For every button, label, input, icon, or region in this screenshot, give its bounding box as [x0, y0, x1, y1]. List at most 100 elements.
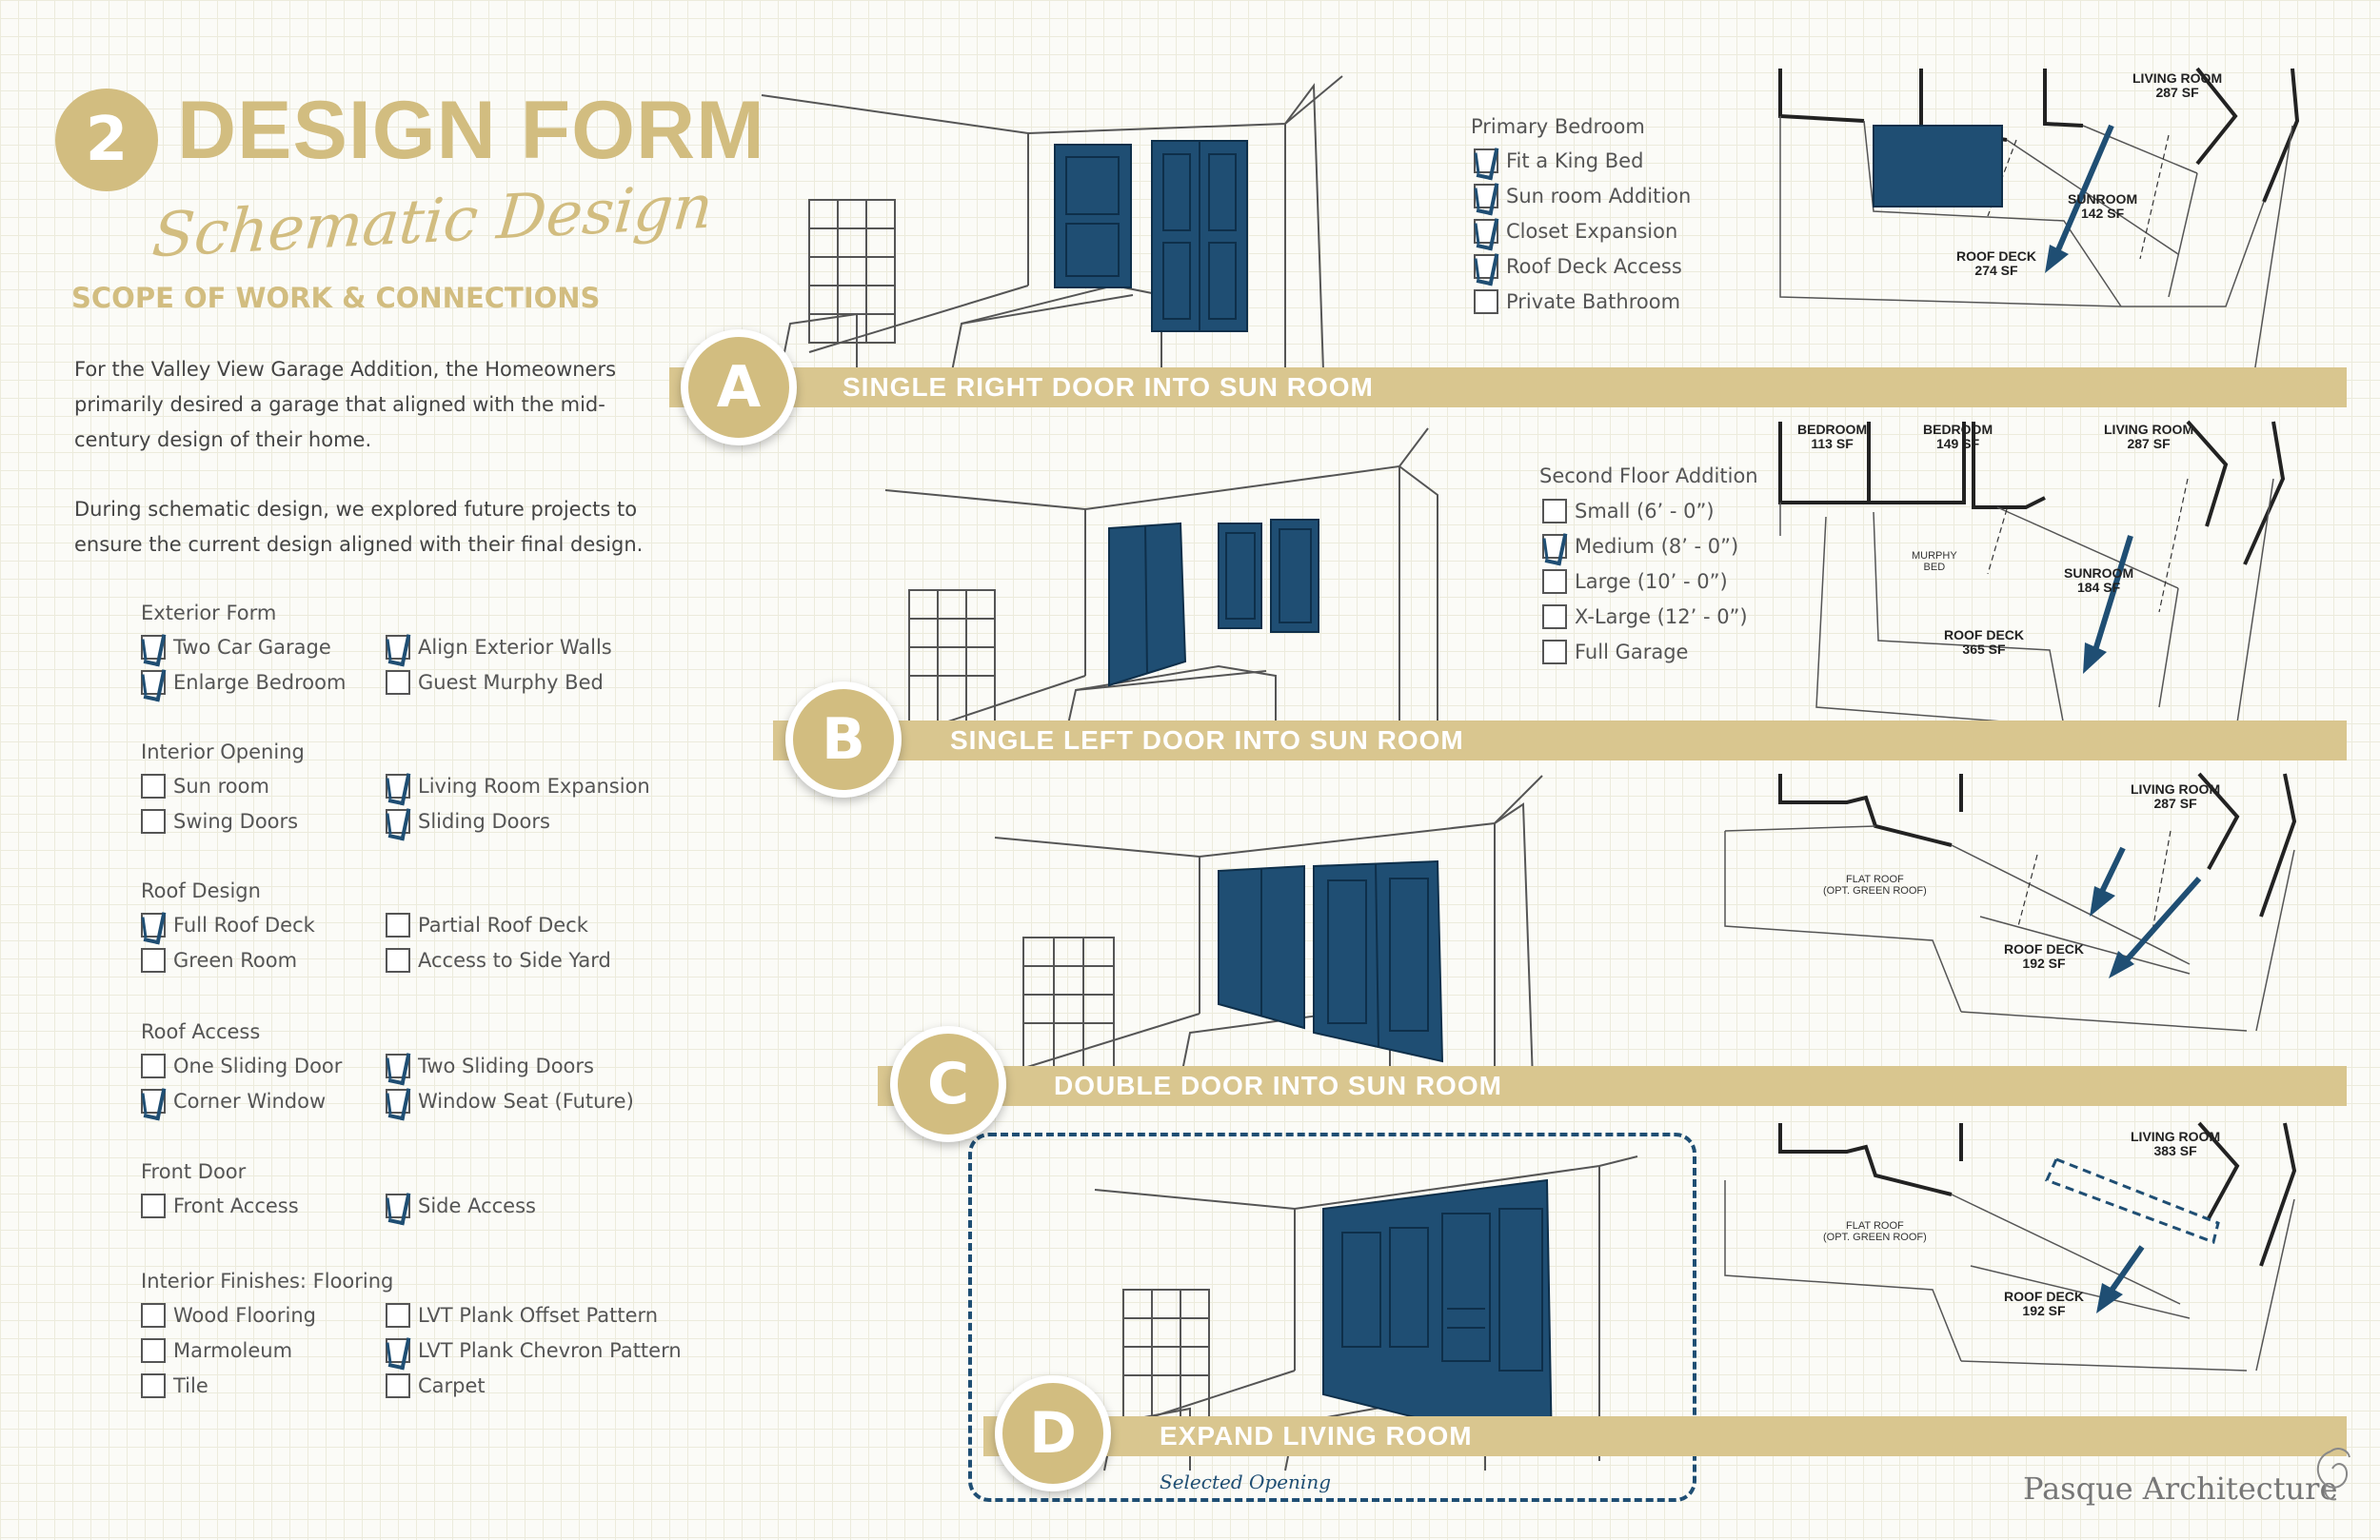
checkbox-marmoleum[interactable]: Marmoleum [141, 1335, 292, 1366]
checkbox-label: X-Large (12’ - 0”) [1575, 605, 1748, 628]
checkbox-box[interactable] [386, 670, 410, 695]
checkbox-box[interactable] [386, 1303, 410, 1328]
checkbox-box[interactable] [1474, 148, 1498, 173]
floor-plan-d [1724, 1121, 2297, 1372]
option-c-label: DOUBLE DOOR INTO SUN ROOM [1054, 1071, 1502, 1100]
checkbox-box[interactable] [1474, 219, 1498, 244]
checkbox-closet-expansion[interactable]: Closet Expansion [1474, 216, 1677, 247]
checkbox-box[interactable] [141, 809, 166, 834]
option-b-label: SINGLE LEFT DOOR INTO SUN ROOM [950, 725, 1464, 755]
checkbox-box[interactable] [386, 1054, 410, 1078]
checkbox-x-large[interactable]: X-Large (12’ - 0”) [1542, 602, 1748, 632]
checkbox-window-seat-future[interactable]: Window Seat (Future) [386, 1086, 634, 1116]
checkbox-swing-doors[interactable]: Swing Doors [141, 806, 298, 837]
checkbox-box[interactable] [1474, 184, 1498, 208]
checkbox-lvt-chevron[interactable]: LVT Plank Chevron Pattern [386, 1335, 682, 1366]
checkbox-label: Side Access [418, 1194, 536, 1217]
plan-b-murphy-bed-label: MURPHY BED [1912, 550, 1957, 573]
group-title-interior-opening: Interior Opening [141, 740, 305, 763]
checkbox-full-roof-deck[interactable]: Full Roof Deck [141, 910, 315, 940]
option-b-banner [773, 721, 2347, 760]
checkbox-box[interactable] [141, 948, 166, 973]
checkbox-box[interactable] [141, 1089, 166, 1114]
floor-plan-b [1778, 420, 2286, 737]
checkbox-carpet[interactable]: Carpet [386, 1371, 486, 1401]
checkbox-box[interactable] [141, 1194, 166, 1218]
checkbox-box[interactable] [141, 635, 166, 660]
brand-name: Pasque Architecture [2023, 1471, 2338, 1507]
checkbox-label: Green Room [173, 949, 298, 972]
checkbox-large[interactable]: Large (10’ - 0”) [1542, 566, 1728, 597]
option-a-badge[interactable]: A [681, 329, 797, 445]
checkbox-box[interactable] [141, 1303, 166, 1328]
checkbox-guest-murphy-bed[interactable]: Guest Murphy Bed [386, 667, 604, 698]
checkbox-green-room[interactable]: Green Room [141, 945, 297, 976]
checkbox-label: Sliding Doors [418, 810, 550, 833]
group-title-flooring: Interior Finishes: Flooring [141, 1270, 394, 1293]
checkbox-tile[interactable]: Tile [141, 1371, 208, 1401]
checkbox-box[interactable] [1474, 254, 1498, 279]
checkbox-roof-deck-access[interactable]: Roof Deck Access [1474, 251, 1682, 282]
checkbox-fit-king-bed[interactable]: Fit a King Bed [1474, 146, 1643, 176]
checkbox-living-room-expansion[interactable]: Living Room Expansion [386, 771, 650, 801]
checkbox-two-car-garage[interactable]: Two Car Garage [141, 632, 331, 662]
checkbox-corner-window[interactable]: Corner Window [141, 1086, 326, 1116]
checkbox-box[interactable] [1474, 289, 1498, 314]
checkbox-label: Corner Window [173, 1090, 327, 1113]
checkbox-box[interactable] [386, 1373, 410, 1398]
checkbox-box[interactable] [141, 1054, 166, 1078]
group-title-front-door: Front Door [141, 1160, 247, 1183]
checkbox-sun-room[interactable]: Sun room [141, 771, 269, 801]
checkbox-label: Full Roof Deck [173, 914, 315, 937]
checkbox-box[interactable] [386, 913, 410, 938]
checkbox-box[interactable] [141, 774, 166, 799]
checkbox-box[interactable] [386, 1089, 410, 1114]
checkbox-box[interactable] [386, 635, 410, 660]
checkbox-sliding-doors[interactable]: Sliding Doors [386, 806, 550, 837]
checkbox-label: Marmoleum [173, 1339, 293, 1362]
group-title-exterior-form: Exterior Form [141, 602, 277, 624]
checkbox-label: Roof Deck Access [1506, 255, 1682, 278]
checkbox-label: Private Bathroom [1506, 290, 1681, 313]
checkbox-private-bathroom[interactable]: Private Bathroom [1474, 286, 1680, 317]
checkbox-access-to-side-yard[interactable]: Access to Side Yard [386, 945, 611, 976]
checkbox-box[interactable] [1542, 604, 1567, 629]
checkbox-box[interactable] [1542, 569, 1567, 594]
checkbox-sun-room-addition[interactable]: Sun room Addition [1474, 181, 1691, 211]
checkbox-one-sliding-door[interactable]: One Sliding Door [141, 1051, 342, 1081]
checkbox-medium[interactable]: Medium (8’ - 0”) [1542, 531, 1738, 562]
checkbox-partial-roof-deck[interactable]: Partial Roof Deck [386, 910, 588, 940]
render-option-d [1094, 1155, 1638, 1471]
option-c-badge[interactable]: C [890, 1026, 1006, 1142]
option-d-banner [983, 1416, 2347, 1456]
checkbox-box[interactable] [1542, 499, 1567, 523]
checkbox-label: LVT Plank Offset Pattern [418, 1304, 659, 1327]
checkbox-front-access[interactable]: Front Access [141, 1191, 299, 1221]
checkbox-lvt-offset[interactable]: LVT Plank Offset Pattern [386, 1300, 658, 1331]
checkbox-label: Full Garage [1575, 641, 1689, 663]
checkbox-wood-flooring[interactable]: Wood Flooring [141, 1300, 316, 1331]
checkbox-two-sliding-doors[interactable]: Two Sliding Doors [386, 1051, 594, 1081]
checkbox-box[interactable] [386, 948, 410, 973]
checkbox-box[interactable] [1542, 640, 1567, 664]
selected-opening-label: Selected Opening [1160, 1471, 1331, 1493]
checkbox-box[interactable] [386, 1338, 410, 1363]
checkbox-small[interactable]: Small (6’ - 0”) [1542, 496, 1715, 526]
checkbox-box[interactable] [1542, 534, 1567, 559]
checkbox-side-access[interactable]: Side Access [386, 1191, 536, 1221]
checkbox-box[interactable] [141, 1338, 166, 1363]
checkbox-box[interactable] [141, 670, 166, 695]
plan-d-flat-roof-label: FLAT ROOF(OPT. GREEN ROOF) [1823, 1220, 1927, 1243]
checkbox-box[interactable] [141, 1373, 166, 1398]
checkbox-label: Front Access [173, 1194, 299, 1217]
option-d-badge[interactable]: D [995, 1375, 1111, 1491]
checkbox-box[interactable] [141, 913, 166, 938]
option-b-badge[interactable]: B [785, 681, 902, 798]
checkbox-enlarge-bedroom[interactable]: Enlarge Bedroom [141, 667, 346, 698]
checkbox-box[interactable] [386, 774, 410, 799]
checkbox-full-garage[interactable]: Full Garage [1542, 637, 1688, 667]
checkbox-box[interactable] [386, 1194, 410, 1218]
checkbox-box[interactable] [386, 809, 410, 834]
checkbox-align-exterior-walls[interactable]: Align Exterior Walls [386, 632, 612, 662]
